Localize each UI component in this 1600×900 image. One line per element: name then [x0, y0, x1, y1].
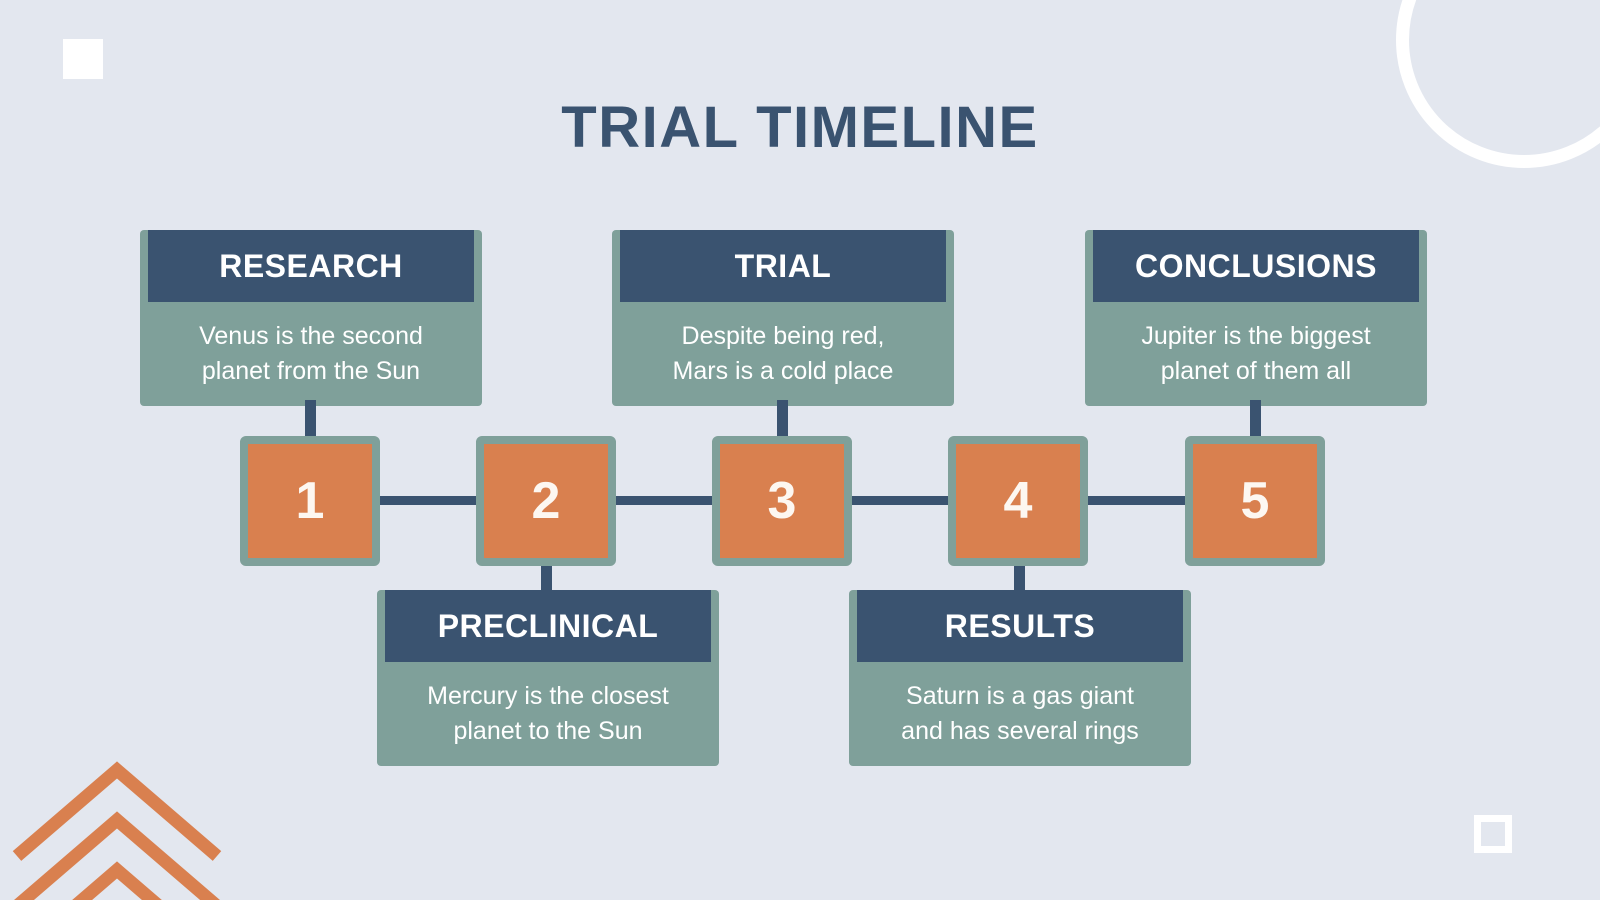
card-preclinical-body-line2: planet to the Sun: [453, 717, 643, 745]
connector-step5-conclusions-card: [1250, 400, 1261, 440]
outlined-square-decoration: [1474, 815, 1512, 853]
card-preclinical-body: Mercury is the closest planet to the Sun: [377, 662, 719, 766]
page-title: TRIAL TIMELINE: [561, 95, 1039, 160]
connector-step1-step2: [378, 496, 482, 505]
card-results-body-line2: and has several rings: [901, 717, 1139, 745]
card-results-heading: RESULTS: [857, 590, 1183, 662]
step-marker-4[interactable]: 4: [948, 436, 1088, 566]
connector-step3-trial-card: [777, 400, 788, 440]
chevron-stack-decoration: [12, 761, 222, 900]
step-marker-3[interactable]: 3: [712, 436, 852, 566]
card-trial-body-line1: Despite being red,: [681, 321, 885, 350]
step-marker-2-number: 2: [531, 472, 561, 530]
card-research-body: Venus is the second planet from the Sun: [140, 302, 482, 406]
step-marker-4-number: 4: [1003, 472, 1033, 530]
step-marker-5[interactable]: 5: [1185, 436, 1325, 566]
card-conclusions-body: Jupiter is the biggest planet of them al…: [1085, 302, 1427, 406]
connector-step3-step4: [850, 496, 954, 505]
card-conclusions-heading: CONCLUSIONS: [1093, 230, 1419, 302]
card-preclinical-body-line1: Mercury is the closest: [427, 681, 669, 710]
card-trial[interactable]: TRIAL Despite being red, Mars is a cold …: [612, 230, 954, 406]
card-conclusions-body-line2: planet of them all: [1160, 357, 1352, 385]
connector-step4-step5: [1086, 496, 1190, 505]
card-research-body-line2: planet from the Sun: [201, 357, 421, 385]
card-research[interactable]: RESEARCH Venus is the second planet from…: [140, 230, 482, 406]
connector-step1-research-card: [305, 400, 316, 440]
card-conclusions[interactable]: CONCLUSIONS Jupiter is the biggest plane…: [1085, 230, 1427, 406]
step-marker-1-number: 1: [295, 472, 325, 530]
card-trial-heading: TRIAL: [620, 230, 946, 302]
connector-step4-results-card: [1014, 560, 1025, 602]
card-results-body-line1: Saturn is a gas giant: [906, 681, 1134, 710]
card-research-body-line1: Venus is the second: [199, 321, 423, 350]
step-marker-1[interactable]: 1: [240, 436, 380, 566]
card-preclinical[interactable]: PRECLINICAL Mercury is the closest plane…: [377, 590, 719, 766]
card-trial-body: Despite being red, Mars is a cold place: [612, 302, 954, 406]
filled-square-decoration: [63, 39, 103, 79]
card-trial-body-line2: Mars is a cold place: [672, 357, 894, 385]
connector-step2-preclinical-card: [541, 560, 552, 602]
connector-step2-step3: [614, 496, 718, 505]
step-marker-3-number: 3: [767, 472, 797, 530]
card-results-body: Saturn is a gas giant and has several ri…: [849, 662, 1191, 766]
card-research-heading: RESEARCH: [148, 230, 474, 302]
step-marker-5-number: 5: [1240, 472, 1270, 530]
card-preclinical-heading: PRECLINICAL: [385, 590, 711, 662]
step-marker-2[interactable]: 2: [476, 436, 616, 566]
card-conclusions-body-line1: Jupiter is the biggest: [1141, 321, 1371, 350]
card-results[interactable]: RESULTS Saturn is a gas giant and has se…: [849, 590, 1191, 766]
